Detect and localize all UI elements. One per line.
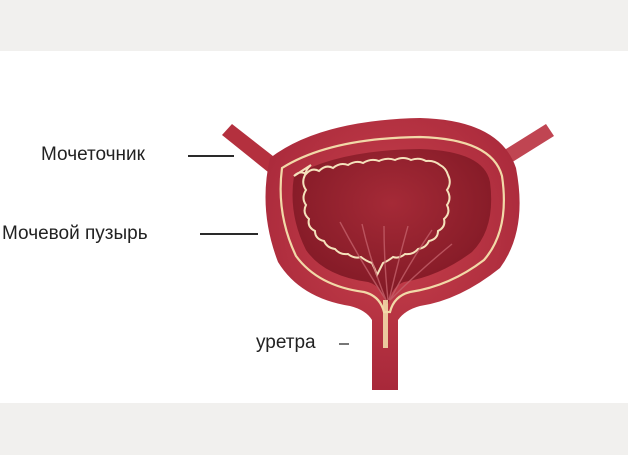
urethra-leader-line [339, 343, 349, 345]
right-ureter [498, 124, 554, 166]
mucosal-folds [339, 221, 453, 301]
left-ureter [222, 124, 278, 172]
bladder-lumen [292, 149, 492, 304]
bladder-leader-line [200, 233, 258, 235]
ureter-leader-line [188, 155, 234, 157]
bladder-label: Мочевой пузырь [2, 223, 148, 244]
mucosa-lining [293, 157, 451, 278]
urethra-channel [383, 300, 388, 348]
outer-lining [279, 135, 505, 314]
ureter-label: Мочеточник [41, 144, 145, 165]
urethra-label: уретра [256, 332, 316, 353]
